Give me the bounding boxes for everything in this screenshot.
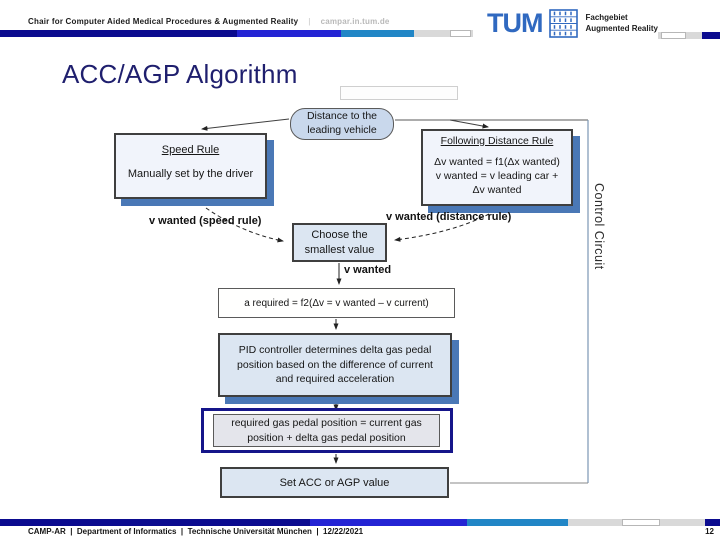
placeholder-decoration	[340, 86, 458, 100]
edge-label-speed-rule: v wanted (speed rule)	[149, 215, 262, 227]
distance-line1: Distance to the	[306, 110, 378, 123]
edge-label-v-wanted: v wanted	[344, 264, 392, 276]
header-right-navy-bar	[702, 32, 720, 39]
node-following-distance-rule: Following Distance Rule Δv wanted = f1(Δ…	[421, 129, 573, 206]
speed-rule-title: Speed Rule	[161, 144, 220, 156]
footer-segment-cyan	[467, 519, 568, 526]
header: Chair for Computer Aided Medical Procedu…	[28, 17, 390, 26]
site-url: campar.in.tum.de	[320, 17, 390, 26]
following-rule-title: Following Distance Rule	[440, 135, 554, 147]
footer-accent-bar	[0, 519, 720, 526]
camp-grid-icon	[549, 8, 579, 38]
footer-segment-navy	[0, 519, 310, 526]
distance-line2: leading vehicle	[307, 124, 377, 136]
header-accent-bar	[0, 30, 473, 37]
department-line1: Fachgebiet	[585, 12, 628, 22]
edge-distance-to-speed	[201, 118, 290, 131]
speed-rule-body: Manually set by the driver	[127, 168, 254, 180]
footer-text: CAMP-AR | Department of Informatics | Te…	[28, 527, 364, 536]
chair-label: Chair for Computer Aided Medical Procedu…	[28, 17, 299, 26]
department-line2: Augmented Reality	[585, 24, 658, 33]
node-a-required: a required = f2(Δv = v wanted – v curren…	[218, 288, 455, 318]
bar-segment-blue	[237, 30, 341, 37]
edge-distance-to-following	[449, 119, 489, 129]
footer-inset-white	[622, 519, 660, 526]
node-required-gas-pedal: required gas pedal position = current ga…	[213, 414, 440, 447]
logo-block: TUM Fachgebiet Augmented Reality	[487, 8, 658, 38]
header-right-inset	[661, 32, 686, 39]
bar-segment-gray	[414, 30, 473, 37]
node-speed-rule: Speed Rule Manually set by the driver	[114, 133, 267, 199]
choose-line2: smallest value	[304, 243, 375, 256]
node-pid-controller: PID controller determines delta gas peda…	[218, 333, 452, 397]
footer-segment-blue	[310, 519, 467, 526]
following-rule-line2: v wanted = v leading car +	[435, 169, 559, 182]
node-choose-smallest: Choose the smallest value	[292, 223, 387, 262]
bar-segment-navy	[0, 30, 237, 37]
footer-segment-navy-end	[705, 519, 720, 526]
bar-inset-white	[450, 30, 471, 37]
department-label: Fachgebiet Augmented Reality	[585, 12, 657, 34]
node-set-acc-agp: Set ACC or AGP value	[220, 467, 449, 498]
following-rule-line1: Δv wanted = f1(Δx wanted)	[434, 155, 560, 168]
node-distance-to-leading-vehicle: Distance to the leading vehicle	[290, 108, 394, 140]
bar-segment-cyan	[341, 30, 414, 37]
header-separator: |	[308, 17, 311, 26]
page-title: ACC/AGP Algorithm	[62, 59, 298, 89]
edge-label-distance-rule: v wanted (distance rule)	[386, 211, 512, 223]
control-circuit-label: Control Circuit	[592, 183, 606, 270]
following-rule-line3: Δv wanted	[472, 183, 522, 196]
tum-logo: TUM	[487, 8, 543, 38]
choose-line1: Choose the	[311, 228, 368, 241]
page-number: 12	[705, 527, 714, 536]
